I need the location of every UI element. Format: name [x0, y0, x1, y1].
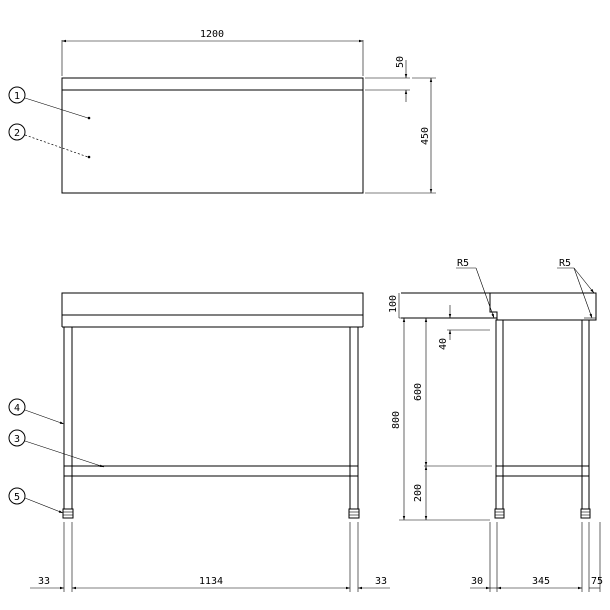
side-front-foot-adjuster: [494, 508, 505, 519]
callout-1-circle: [8, 86, 26, 104]
callout-3-label: 3: [14, 434, 20, 445]
side-upper-label: 600: [413, 383, 424, 401]
front-left-leg-label: 33: [38, 576, 50, 587]
callout-3-circle: [8, 429, 26, 447]
side-table-profile: [489, 292, 597, 321]
front-right-foot-adjuster: [348, 508, 360, 519]
callout-4-circle: [8, 398, 26, 416]
side-front-leg: [495, 319, 504, 510]
plan-view: 1200 50 450 1 2: [8, 29, 436, 194]
callout-2-label: 2: [14, 128, 20, 139]
callout-1-label: 1: [14, 91, 20, 102]
front-view: 33 1134 33 4 3 5: [8, 292, 390, 592]
callout-5-label: 5: [14, 492, 20, 503]
plan-width-label: 1200: [200, 29, 224, 40]
side-backsplash-height-label: 100: [388, 295, 399, 313]
plan-depth-label: 450: [420, 127, 431, 145]
side-total-height-label: 800: [391, 411, 402, 429]
side-view: R5 R5 100 800 40 600 200: [388, 258, 603, 592]
side-offset-left-label: 30: [471, 576, 483, 587]
plan-table-outline: [61, 77, 364, 194]
front-span-label: 1134: [199, 576, 223, 587]
callout-4-label: 4: [14, 403, 20, 414]
callout-5-circle: [8, 487, 26, 505]
side-lower-label: 200: [413, 484, 424, 502]
side-radius-left-label: R5: [457, 258, 469, 269]
side-radius-right-label: R5: [559, 258, 571, 269]
side-rear-foot-adjuster: [580, 508, 591, 519]
front-right-leg: [349, 326, 359, 510]
side-offset-right-label: 75: [591, 576, 603, 587]
front-left-leg: [63, 326, 73, 510]
side-top-thickness-label: 40: [438, 338, 449, 350]
front-table-top: [61, 292, 364, 316]
front-left-foot-adjuster: [62, 508, 74, 519]
side-undershelf-rail: [495, 465, 590, 477]
side-leg-span-label: 345: [532, 576, 550, 587]
callout-2-circle: [8, 123, 26, 141]
side-rear-leg: [581, 319, 590, 510]
front-undershelf-rail: [63, 465, 359, 477]
plan-backsplash-label: 50: [395, 56, 406, 68]
front-right-leg-label: 33: [375, 576, 387, 587]
